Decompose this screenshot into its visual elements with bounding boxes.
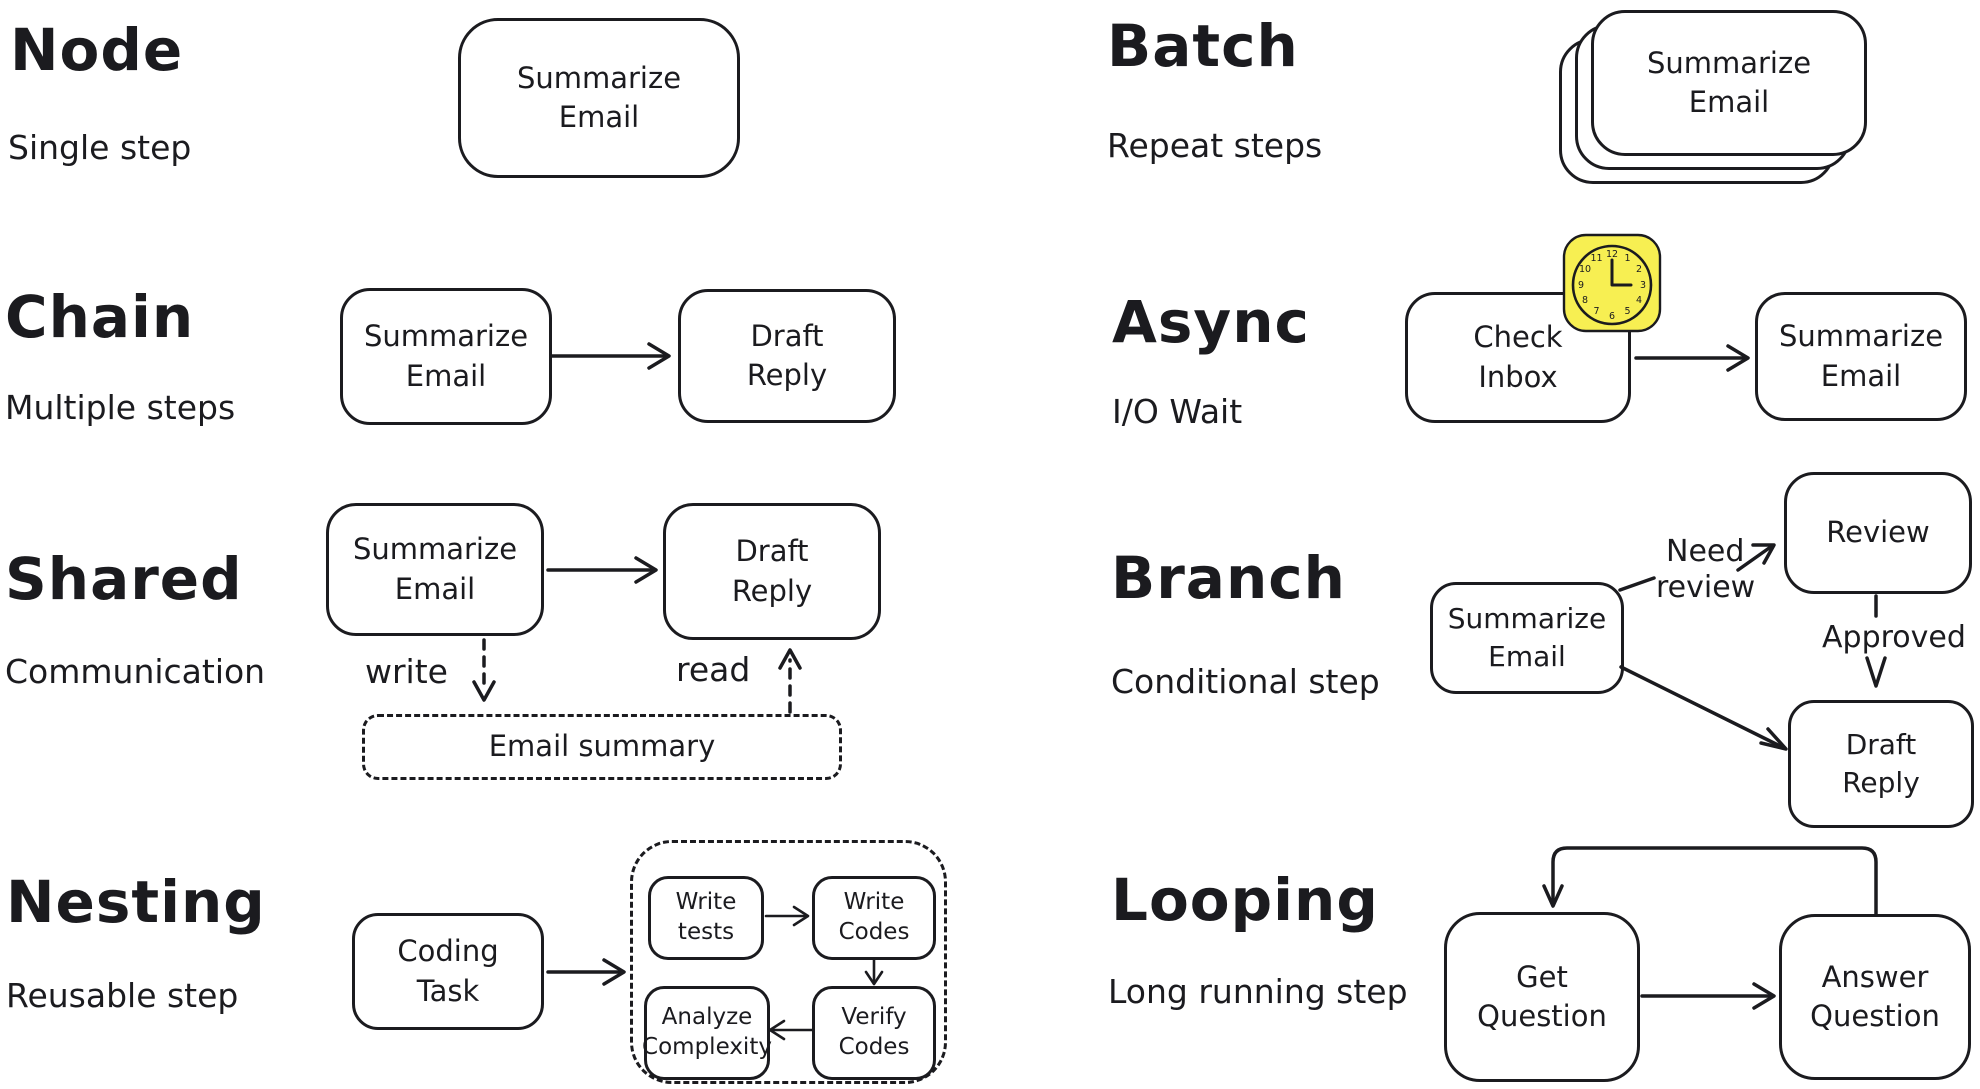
nesting-arrow-verify-to-analyze xyxy=(768,1019,814,1041)
shared-box-draft-reply: Draft Reply xyxy=(663,503,881,640)
branch-subtitle: Conditional step xyxy=(1111,662,1380,701)
branch-approved-arrow xyxy=(1865,594,1887,688)
chain-subtitle: Multiple steps xyxy=(5,388,236,427)
svg-text:6: 6 xyxy=(1609,311,1615,322)
shared-box-email-summary: Email summary xyxy=(362,714,842,780)
batch-subtitle: Repeat steps xyxy=(1107,126,1323,165)
looping-box-get-question: Get Question xyxy=(1444,912,1640,1082)
chain-box-draft-reply: Draft Reply xyxy=(678,289,896,423)
shared-title: Shared xyxy=(5,545,243,613)
chain-title: Chain xyxy=(5,283,195,351)
branch-need-review-arrow xyxy=(1618,543,1776,592)
node-subtitle: Single step xyxy=(8,128,192,167)
chain-arrow xyxy=(550,342,671,370)
nesting-box-analyze-complexity: Analyze Complexity xyxy=(642,986,772,1080)
nesting-box-write-tests: Write tests xyxy=(648,876,764,960)
svg-text:2: 2 xyxy=(1636,264,1642,275)
svg-text:10: 10 xyxy=(1579,264,1591,275)
svg-text:8: 8 xyxy=(1582,295,1588,306)
async-title: Async xyxy=(1112,288,1310,356)
chain-box-summarize-email: Summarize Email xyxy=(340,288,552,425)
node-box-summarize-email: Summarize Email xyxy=(458,18,740,178)
branch-box-draft-reply: Draft Reply xyxy=(1788,700,1974,828)
batch-box-summarize-email: Summarize Email xyxy=(1591,10,1867,156)
nesting-subtitle: Reusable step xyxy=(6,976,239,1015)
branch-box-review: Review xyxy=(1784,472,1972,594)
nesting-arrow-codes-to-verify xyxy=(864,958,884,986)
svg-text:12: 12 xyxy=(1606,249,1618,260)
async-arrow xyxy=(1634,344,1750,372)
svg-text:4: 4 xyxy=(1636,295,1642,306)
shared-subtitle: Communication xyxy=(5,652,266,691)
nesting-box-verify-codes: Verify Codes xyxy=(812,986,936,1080)
svg-text:7: 7 xyxy=(1593,306,1599,317)
branch-need-label: Need xyxy=(1666,534,1745,569)
branch-review-label: review xyxy=(1656,570,1756,605)
shared-read-label: read xyxy=(676,650,751,689)
clock-icon: 12 1 2 3 4 5 6 7 8 9 10 11 xyxy=(1562,233,1662,333)
shared-write-label: write xyxy=(365,652,448,691)
branch-approved-label: Approved xyxy=(1822,620,1966,655)
async-box-summarize-email: Summarize Email xyxy=(1755,292,1967,421)
svg-text:5: 5 xyxy=(1624,306,1630,317)
nesting-arrow-tests-to-codes xyxy=(764,905,810,927)
svg-text:3: 3 xyxy=(1640,280,1646,291)
shared-arrow xyxy=(546,556,658,584)
svg-text:9: 9 xyxy=(1578,280,1584,291)
node-title: Node xyxy=(10,16,184,84)
looping-arrow xyxy=(1640,982,1776,1010)
async-subtitle: I/O Wait xyxy=(1112,392,1243,431)
nesting-box-write-codes: Write Codes xyxy=(812,876,936,960)
shared-write-arrow xyxy=(472,638,496,702)
shared-box-summarize-email: Summarize Email xyxy=(326,503,544,636)
looping-box-answer-question: Answer Question xyxy=(1779,914,1971,1080)
branch-box-summarize-email: Summarize Email xyxy=(1430,582,1624,694)
batch-title: Batch xyxy=(1107,12,1299,80)
looping-subtitle: Long running step xyxy=(1108,972,1408,1011)
nesting-dashed-container xyxy=(630,840,947,1084)
nesting-arrow xyxy=(546,958,626,986)
branch-direct-arrow xyxy=(1619,665,1788,751)
looping-loopback-arrow xyxy=(1542,846,1878,916)
svg-text:11: 11 xyxy=(1590,253,1602,264)
shared-read-arrow xyxy=(778,648,802,714)
branch-title: Branch xyxy=(1111,544,1346,612)
nesting-title: Nesting xyxy=(6,868,266,936)
svg-text:1: 1 xyxy=(1624,253,1630,264)
looping-title: Looping xyxy=(1111,866,1379,934)
nesting-box-coding-task: Coding Task xyxy=(352,913,544,1030)
